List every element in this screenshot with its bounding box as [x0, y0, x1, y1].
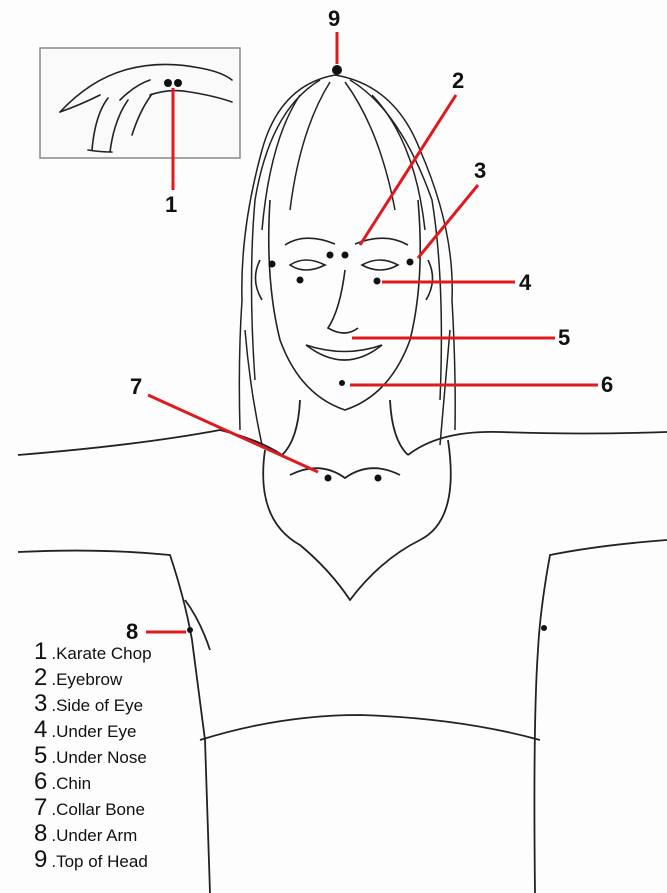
marker-number-2: 2 — [452, 70, 464, 92]
dot-eyebrow-left — [327, 252, 334, 259]
legend-item: 4.Under Eye — [34, 718, 152, 744]
dot-under-eye-left — [297, 277, 304, 284]
legend-label: Chin — [56, 775, 91, 792]
legend-number: 7 — [34, 796, 47, 820]
legend: 1.Karate Chop 2.Eyebrow 3.Side of Eye 4.… — [34, 640, 152, 874]
marker-number-7: 7 — [130, 376, 142, 398]
dot-eyebrow-right — [342, 252, 349, 259]
dot-collar-bone-right — [375, 475, 382, 482]
marker-number-5: 5 — [558, 327, 570, 349]
legend-item: 7.Collar Bone — [34, 796, 152, 822]
dot-top-of-head — [332, 65, 342, 75]
legend-item: 8.Under Arm — [34, 822, 152, 848]
legend-label: Collar Bone — [56, 801, 145, 818]
pointer-line-2 — [360, 95, 456, 245]
dot-collar-bone-left — [325, 475, 332, 482]
legend-label: Under Eye — [56, 723, 136, 740]
legend-item: 9.Top of Head — [34, 848, 152, 874]
legend-label: Under Nose — [56, 749, 147, 766]
dot-under-arm-left — [187, 627, 193, 633]
legend-number: 4 — [34, 718, 47, 742]
legend-number: 6 — [34, 770, 47, 794]
dot-under-eye-right — [374, 278, 381, 285]
pointer-line-3 — [418, 185, 478, 258]
legend-number: 2 — [34, 666, 47, 690]
dot-karate-chop-2 — [174, 79, 182, 87]
marker-number-3: 3 — [474, 160, 486, 182]
dot-karate-chop — [164, 79, 172, 87]
legend-label: Top of Head — [56, 853, 148, 870]
legend-label: Side of Eye — [56, 697, 143, 714]
face — [255, 200, 432, 410]
dot-side-of-eye-right — [407, 259, 414, 266]
legend-item: 6.Chin — [34, 770, 152, 796]
marker-number-4: 4 — [519, 272, 531, 294]
legend-label: Karate Chop — [56, 645, 151, 662]
marker-number-1: 1 — [165, 194, 177, 216]
pointer-line-7 — [148, 395, 318, 472]
dot-side-of-eye-left — [269, 261, 276, 268]
legend-label: Under Arm — [56, 827, 137, 844]
legend-number: 9 — [34, 848, 47, 872]
hair — [239, 75, 455, 445]
marker-number-9: 9 — [328, 8, 340, 30]
legend-item: 5.Under Nose — [34, 744, 152, 770]
legend-number: 1 — [34, 640, 47, 664]
legend-label: Eyebrow — [56, 671, 122, 688]
marker-number-6: 6 — [601, 374, 613, 396]
legend-item: 3.Side of Eye — [34, 692, 152, 718]
legend-number: 8 — [34, 822, 47, 846]
legend-item: 2.Eyebrow — [34, 666, 152, 692]
dot-chin — [339, 380, 345, 386]
dot-under-arm-right — [541, 625, 547, 631]
legend-number: 3 — [34, 692, 47, 716]
legend-item: 1.Karate Chop — [34, 640, 152, 666]
legend-number: 5 — [34, 744, 47, 768]
